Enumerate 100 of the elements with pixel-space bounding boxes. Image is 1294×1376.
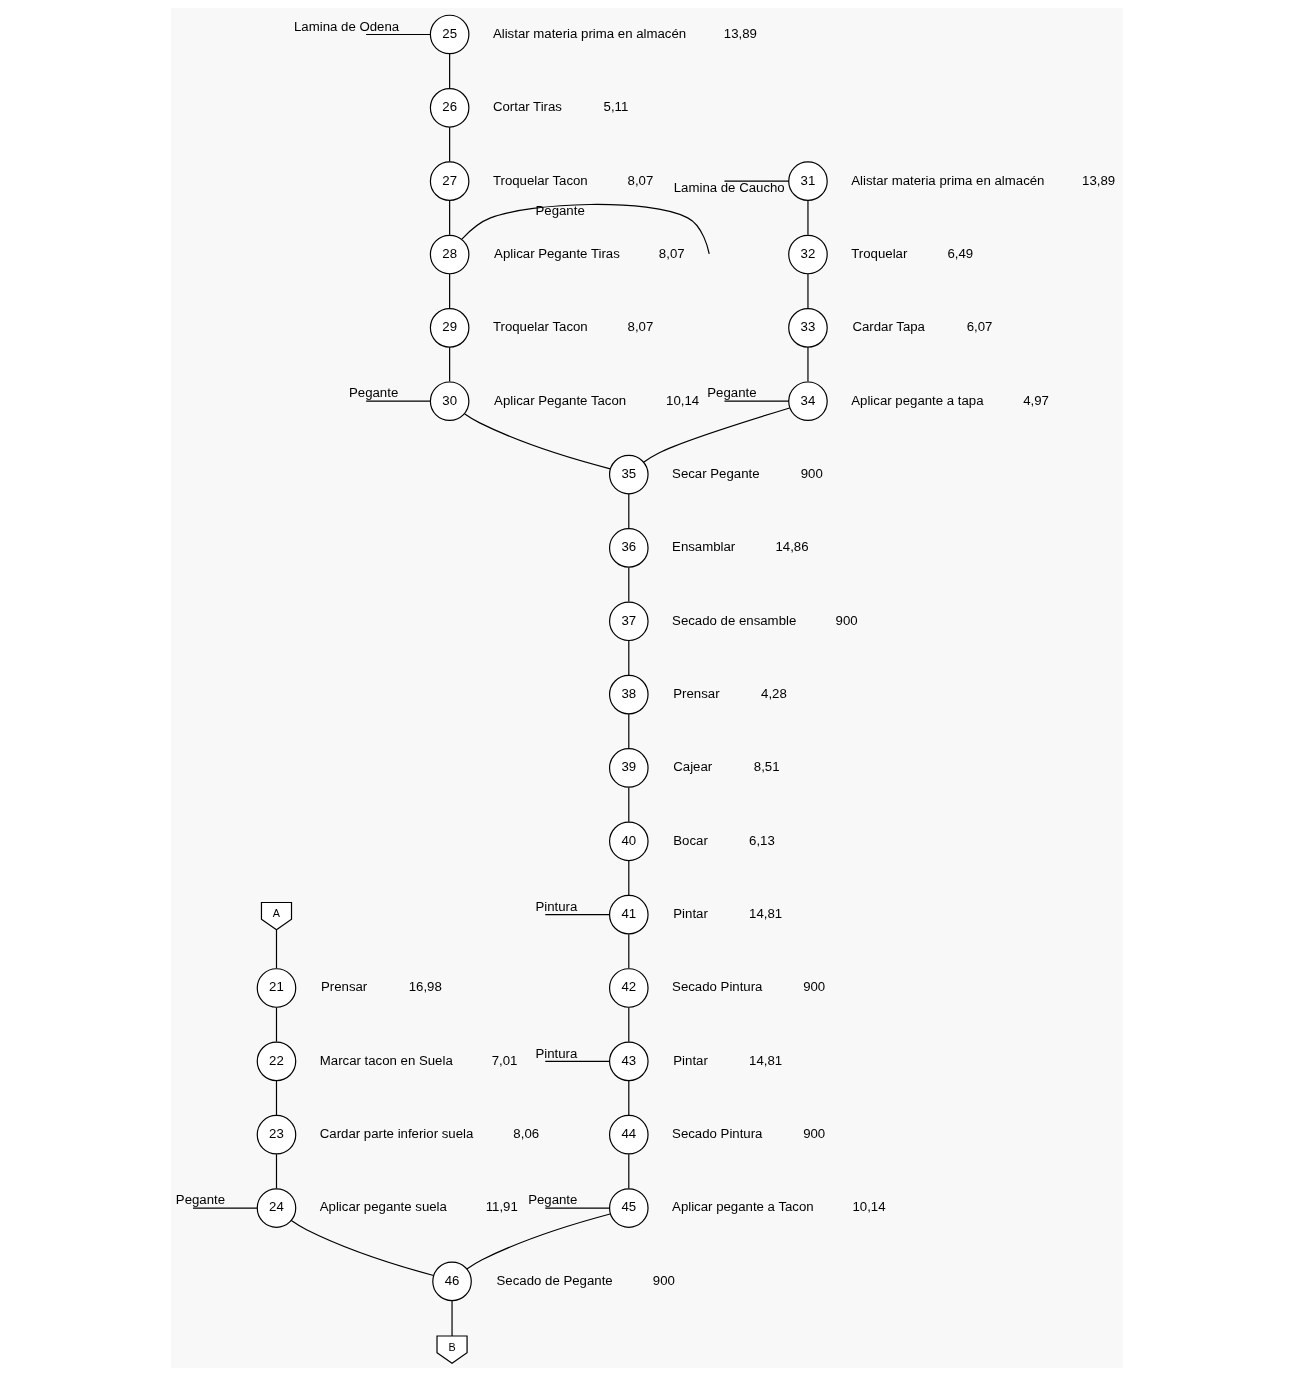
node-label: 6,13 [749, 832, 775, 848]
node-label: 6,07 [966, 319, 993, 335]
edge-label: Lamina de Odena [294, 18, 400, 34]
node-label: 14,81 [749, 1052, 783, 1068]
connector [628, 860, 630, 896]
node-circle: 34 [788, 381, 828, 422]
edge-label: Pintura [535, 1045, 578, 1061]
node-circle: 23 [256, 1114, 297, 1155]
connector [463, 413, 611, 470]
node-label: Alistar materia prima en almacén [851, 172, 1045, 188]
node-label: Marcar tacon en Suela [319, 1052, 453, 1068]
connector [275, 929, 278, 969]
node-circle: 31 [788, 161, 828, 201]
node-label: 8,51 [753, 759, 780, 775]
node-label: 13,89 [723, 25, 757, 41]
edge-label: Pintura [535, 898, 578, 914]
node-label: Bocar [673, 832, 708, 848]
node-circle: 43 [608, 1041, 649, 1082]
connector [275, 1153, 278, 1189]
node-label: Cardar parte inferior suela [319, 1126, 474, 1142]
edge-label: Pegante [535, 203, 585, 219]
node-label: 10,14 [666, 392, 700, 408]
node-label: 900 [652, 1272, 675, 1288]
node-circle: 28 [429, 234, 470, 275]
node-circle: 27 [429, 161, 470, 201]
connector [723, 180, 790, 182]
connector [628, 566, 630, 603]
node-label: Aplicar Pegante Tacon [494, 392, 627, 408]
connector [643, 407, 791, 463]
node-circle: 21 [256, 968, 297, 1008]
node-label: 4,97 [1023, 392, 1049, 408]
node-label: 8,07 [627, 319, 654, 335]
node-label: 13,89 [1082, 172, 1116, 188]
connector [723, 400, 790, 402]
node-circle: 46 [432, 1261, 472, 1302]
node-label: 8,06 [513, 1126, 540, 1142]
connector [807, 200, 809, 236]
connector [451, 1300, 453, 1337]
connector [628, 1006, 630, 1043]
edge-label: Pegante [175, 1192, 226, 1208]
node-label: Cardar Tapa [852, 319, 925, 335]
edge-label: Pegante [528, 1192, 578, 1208]
connector [461, 203, 710, 255]
connector [449, 200, 451, 236]
node-circle: 37 [608, 601, 649, 642]
connector [544, 1207, 611, 1209]
connector [449, 53, 451, 89]
node-label: Ensamblar [672, 539, 736, 555]
connector [544, 914, 611, 916]
node-circle: 24 [256, 1188, 297, 1228]
node-circle: 40 [608, 821, 649, 862]
node-label: 900 [835, 612, 858, 628]
edge-label: Pegante [707, 385, 757, 401]
node-label: Aplicar pegante suela [319, 1199, 447, 1215]
node-circle: 36 [608, 528, 649, 568]
node-label: Secar Pegante [672, 465, 760, 481]
node-label: 14,86 [775, 539, 809, 555]
connector [192, 1207, 258, 1209]
node-circle: 38 [608, 674, 649, 715]
node-circle: 41 [608, 894, 649, 935]
connector [628, 640, 630, 676]
node-label: 4,28 [761, 685, 787, 701]
connector [628, 1080, 630, 1116]
connector [466, 1213, 611, 1270]
node-circle: 33 [788, 308, 828, 348]
node-label: 10,14 [852, 1199, 886, 1215]
node-label: Cortar Tiras [492, 99, 562, 115]
node-circle: 32 [788, 234, 828, 275]
edge-label: Pegante [348, 385, 399, 401]
connector [628, 786, 630, 823]
node-label: Aplicar pegante a Tacon [672, 1199, 814, 1215]
connector [628, 713, 630, 749]
node-label: 14,81 [749, 906, 783, 922]
node-label: Troquelar Tacon [492, 172, 588, 188]
node-label: Alistar materia prima en almacén [492, 25, 687, 41]
node-label: 8,07 [658, 245, 685, 261]
node-circle: 35 [608, 454, 649, 495]
connector [449, 346, 451, 383]
node-label: Prensar [673, 685, 720, 701]
connector [807, 346, 809, 383]
connector [628, 933, 630, 969]
connector [449, 126, 451, 163]
node-label: Pintar [673, 906, 708, 922]
connector [628, 493, 630, 529]
node-circle: 30 [429, 381, 470, 422]
node-label: Aplicar Pegante Tiras [494, 245, 620, 261]
node-label: Aplicar pegante a tapa [851, 392, 984, 408]
connector [275, 1006, 278, 1043]
node-label: Secado Pintura [672, 1126, 763, 1142]
node-label: 900 [803, 979, 826, 995]
node-label: 900 [803, 1126, 826, 1142]
node-circle: 44 [608, 1114, 649, 1155]
node-label: 6,49 [947, 245, 974, 261]
node-label: Secado de Pegante [496, 1272, 613, 1288]
node-label: Troquelar [851, 245, 908, 261]
connector [275, 1080, 278, 1116]
node-label: Secado de ensamble [672, 612, 797, 628]
node-label: Prensar [320, 979, 368, 995]
node-label: Secado Pintura [672, 979, 763, 995]
node-label: 11,91 [485, 1199, 518, 1215]
